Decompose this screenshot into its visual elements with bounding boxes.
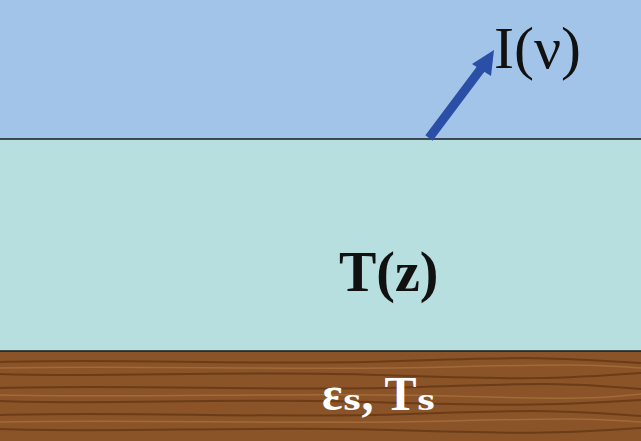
sky <box>0 0 641 139</box>
wood-grain <box>0 358 641 433</box>
arrow-head <box>472 50 494 76</box>
atmosphere-layer <box>0 139 641 351</box>
band-label: εₛ, Tₛ <box>322 370 436 418</box>
band-label: T(z) <box>339 244 439 300</box>
radiance-label: I(ν) <box>494 18 581 78</box>
radiance-arrow <box>429 66 483 138</box>
ground <box>0 351 641 441</box>
layer-boundary <box>0 350 641 352</box>
layer-boundary <box>0 138 641 140</box>
atmosphere-band: T(z) <box>0 140 641 350</box>
surface-band: εₛ, Tₛ <box>0 352 641 441</box>
wood-highlight <box>0 365 641 422</box>
